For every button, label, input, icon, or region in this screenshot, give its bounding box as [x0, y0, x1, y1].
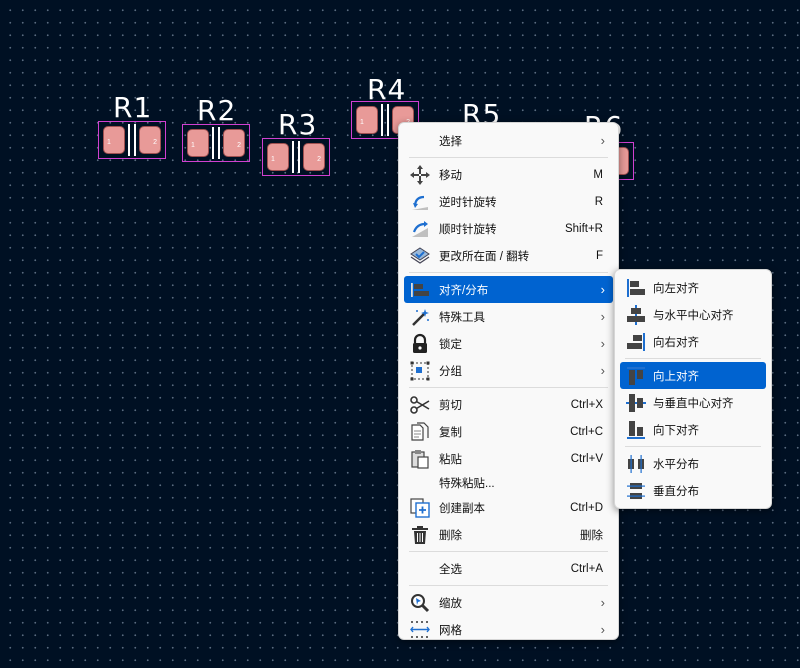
menu-item-duplicate[interactable]: 创建副本 Ctrl+D — [404, 494, 613, 521]
footprint-r2[interactable]: 1 2 — [182, 124, 250, 162]
chevron-right-icon: › — [600, 133, 605, 148]
magic-wand-icon — [407, 306, 433, 328]
distribute-horizontal-icon — [623, 453, 649, 475]
body-outline — [381, 104, 389, 136]
menu-separator — [409, 157, 608, 158]
body-outline — [212, 127, 220, 159]
ref-label-r4: R4 — [367, 73, 407, 106]
rotate-ccw-icon — [407, 191, 433, 213]
menu-item-align-distribute[interactable]: 对齐/分布 › — [404, 276, 613, 303]
move-icon — [407, 164, 433, 186]
body-outline — [128, 124, 136, 156]
chevron-right-icon: › — [600, 622, 605, 637]
chevron-right-icon: › — [600, 595, 605, 610]
menu-item-align-bottom[interactable]: 向下对齐 — [620, 416, 766, 443]
menu-item-rotate-cw[interactable]: 顺时针旋转 Shift+R — [404, 215, 613, 242]
paste-icon — [407, 448, 433, 470]
distribute-vertical-icon — [623, 480, 649, 502]
menu-item-cut[interactable]: 剪切 Ctrl+X — [404, 391, 613, 418]
ref-label-r1: R1 — [113, 91, 153, 124]
ref-label-r2: R2 — [197, 94, 237, 127]
pad-1: 1 — [187, 129, 209, 157]
ref-label-r3: R3 — [278, 108, 318, 141]
align-vcenter-icon — [623, 392, 649, 414]
align-icon — [407, 279, 433, 301]
flip-icon — [407, 245, 433, 267]
rotate-cw-icon — [407, 218, 433, 240]
align-bottom-icon — [623, 419, 649, 441]
menu-item-distribute-v[interactable]: 垂直分布 — [620, 477, 766, 504]
menu-separator — [409, 272, 608, 273]
menu-separator — [409, 387, 608, 388]
align-left-icon — [623, 277, 649, 299]
align-right-icon — [623, 331, 649, 353]
group-icon — [407, 360, 433, 382]
lock-icon — [407, 333, 433, 355]
menu-item-distribute-h[interactable]: 水平分布 — [620, 450, 766, 477]
zoom-icon — [407, 592, 433, 614]
pad-2: 2 — [223, 129, 245, 157]
menu-item-special-tools[interactable]: 特殊工具 › — [404, 303, 613, 330]
align-hcenter-icon — [623, 304, 649, 326]
menu-item-zoom[interactable]: 缩放 › — [404, 589, 613, 616]
menu-item-delete[interactable]: 删除 删除 — [404, 521, 613, 548]
menu-item-rotate-ccw[interactable]: 逆时针旋转 R — [404, 188, 613, 215]
menu-item-move[interactable]: 移动 M — [404, 161, 613, 188]
menu-item-align-right[interactable]: 向右对齐 — [620, 328, 766, 355]
menu-item-align-left[interactable]: 向左对齐 — [620, 274, 766, 301]
menu-item-align-top[interactable]: 向上对齐 — [620, 362, 766, 389]
chevron-right-icon: › — [600, 309, 605, 324]
menu-separator — [409, 585, 608, 586]
menu-item-group[interactable]: 分组 › — [404, 357, 613, 384]
menu-item-align-hcenter[interactable]: 与水平中心对齐 — [620, 301, 766, 328]
align-submenu: 向左对齐 与水平中心对齐 向右对齐 向上对齐 与垂直中心对齐 向下对齐 — [614, 269, 772, 509]
menu-item-select-all[interactable]: 全选 Ctrl+A — [439, 562, 603, 576]
menu-item-align-vcenter[interactable]: 与垂直中心对齐 — [620, 389, 766, 416]
menu-item-grid[interactable]: 网格 › — [404, 616, 613, 643]
menu-item-select[interactable]: 选择 › — [439, 133, 605, 148]
pad-1: 1 — [103, 126, 125, 154]
menu-item-flip[interactable]: 更改所在面 / 翻转 F — [404, 242, 613, 269]
menu-separator — [625, 446, 761, 447]
body-outline — [292, 141, 300, 173]
chevron-right-icon: › — [600, 363, 605, 378]
menu-item-lock[interactable]: 锁定 › — [404, 330, 613, 357]
menu-item-paste-special[interactable]: 特殊粘贴... — [439, 478, 495, 490]
footprint-r1[interactable]: 1 2 — [98, 121, 166, 159]
copy-icon — [407, 421, 433, 443]
grid-icon — [407, 619, 433, 641]
chevron-right-icon: › — [600, 336, 605, 351]
pad-1: 1 — [356, 106, 378, 134]
scissors-icon — [407, 394, 433, 416]
align-top-icon — [623, 365, 649, 387]
menu-item-paste[interactable]: 粘贴 Ctrl+V — [404, 445, 613, 472]
trash-icon — [407, 524, 433, 546]
duplicate-icon — [407, 497, 433, 519]
context-menu: 选择 › 移动 M 逆时针旋转 R 顺时针旋转 Shift+R 更改所在面 / … — [398, 122, 619, 640]
pad-2: 2 — [303, 143, 325, 171]
pad-1: 1 — [267, 143, 289, 171]
pad-2: 2 — [139, 126, 161, 154]
menu-item-copy[interactable]: 复制 Ctrl+C — [404, 418, 613, 445]
chevron-right-icon: › — [600, 282, 605, 297]
footprint-r3[interactable]: 1 2 — [262, 138, 330, 176]
menu-separator — [625, 358, 761, 359]
menu-separator — [409, 551, 608, 552]
